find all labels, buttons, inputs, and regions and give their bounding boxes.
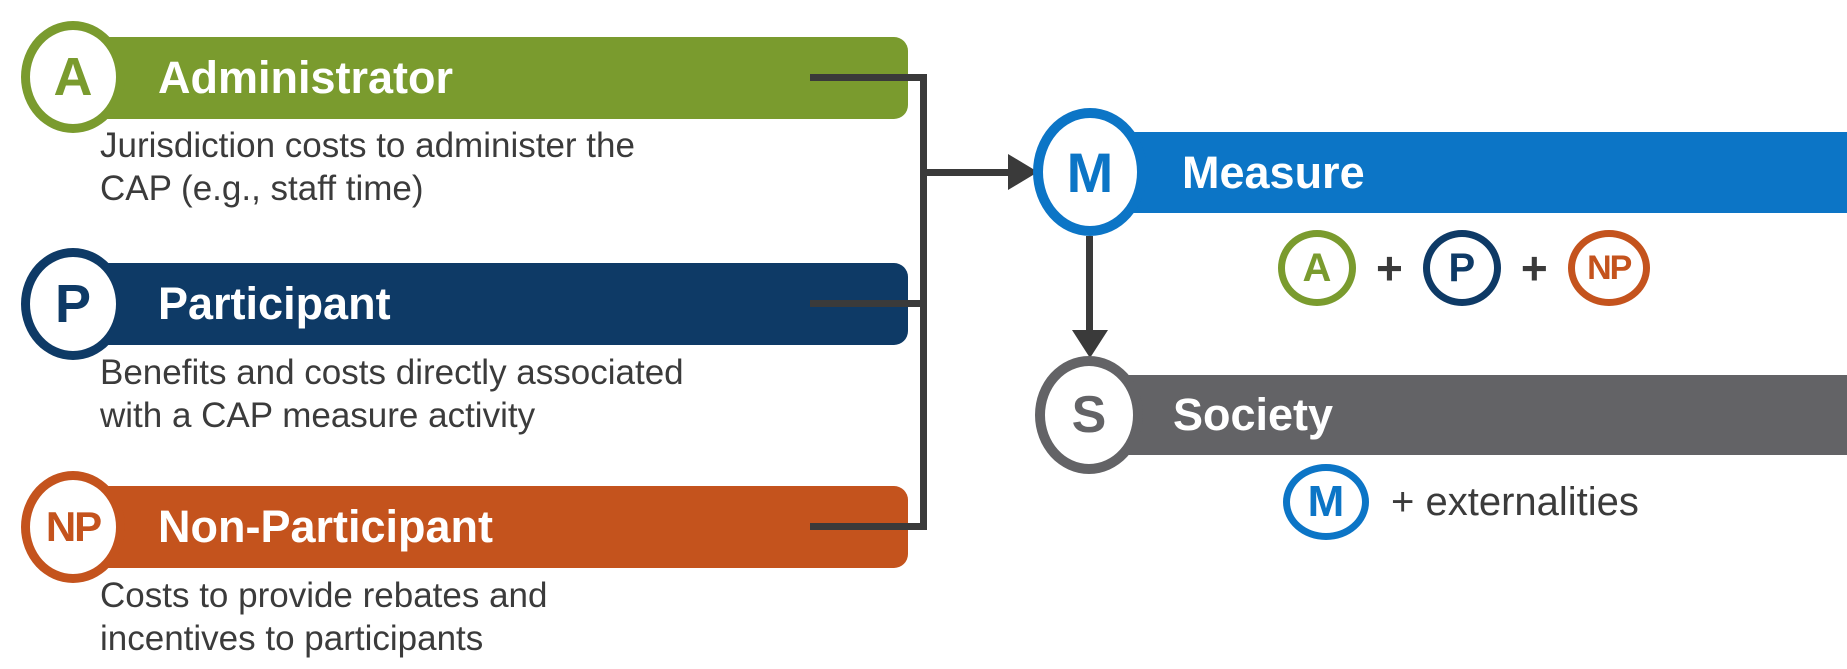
participant-description: Benefits and costs directly associated w… xyxy=(100,351,684,438)
society-badge-letter: S xyxy=(1071,386,1107,444)
formula-administrator-badge: A xyxy=(1278,230,1356,306)
non-participant-description-line2: incentives to participants xyxy=(100,619,484,659)
society-badge: S xyxy=(1035,356,1143,474)
non-participant-label: Non-Participant xyxy=(158,501,494,552)
non-participant-badge: NP xyxy=(21,471,125,583)
formula-non-participant-badge: NP xyxy=(1567,230,1650,306)
arrow-to-measure-stem xyxy=(920,169,1012,176)
connector-trunk-line xyxy=(920,74,927,530)
administrator-badge-letter: A xyxy=(53,47,93,107)
administrator-description-line2: CAP (e.g., staff time) xyxy=(100,169,424,209)
non-participant-badge-letters: NP xyxy=(45,503,102,550)
formula-participant-letter: P xyxy=(1448,245,1476,290)
society-formula-text: + externalities xyxy=(1391,479,1639,524)
participant-description-line2: with a CAP measure activity xyxy=(100,396,536,436)
society-label: Society xyxy=(1173,389,1334,440)
formula-plus-sign-1: + xyxy=(1376,242,1403,294)
participant-description-line1: Benefits and costs directly associated xyxy=(100,353,684,392)
formula-non-participant-letters: NP xyxy=(1587,248,1632,287)
administrator-label: Administrator xyxy=(158,52,454,103)
formula-plus-sign-2: + xyxy=(1520,242,1548,294)
participant-bar: Participant xyxy=(62,263,908,345)
arrow-to-society-stem xyxy=(1086,236,1093,332)
administrator-description: Jurisdiction costs to administer the CAP… xyxy=(100,124,635,211)
society-bar: Society xyxy=(1088,375,1847,455)
formula-measure-badge: M xyxy=(1283,464,1369,540)
measure-badge-letter: M xyxy=(1066,140,1114,204)
administrator-bar: Administrator xyxy=(62,37,908,119)
administrator-description-line1: Jurisdiction costs to administer the xyxy=(100,126,635,165)
participant-label: Participant xyxy=(158,278,391,329)
formula-administrator-letter: A xyxy=(1302,245,1332,290)
non-participant-description-line1: Costs to provide rebates and xyxy=(100,576,548,615)
administrator-connector-line xyxy=(810,74,927,81)
participant-connector-line xyxy=(810,300,927,307)
participant-badge-letter: P xyxy=(54,274,92,334)
measure-bar: Measure xyxy=(1090,132,1847,213)
arrow-to-society-head-icon xyxy=(1072,330,1108,358)
non-participant-connector-line xyxy=(810,523,927,530)
measure-badge: M xyxy=(1033,108,1147,236)
formula-participant-badge: P xyxy=(1422,230,1501,306)
administrator-badge: A xyxy=(21,21,125,133)
measure-formula: A + P + NP xyxy=(1278,230,1650,306)
non-participant-bar: Non-Participant xyxy=(62,486,908,568)
non-participant-description: Costs to provide rebates and incentives … xyxy=(100,574,547,661)
formula-measure-letter: M xyxy=(1307,477,1345,526)
society-formula: M + externalities xyxy=(1283,464,1639,540)
measure-label: Measure xyxy=(1182,146,1365,198)
participant-badge: P xyxy=(21,248,125,360)
